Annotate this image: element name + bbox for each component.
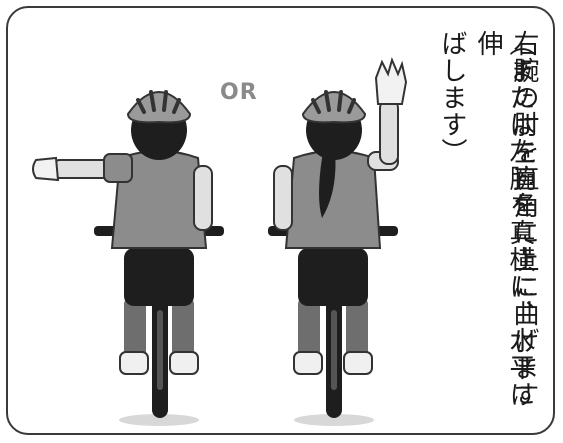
instruction-line-2: （または左腕を真横に、水平に伸 [473,30,535,408]
signal-card: OR 右腕の肘を直角に上に曲げます （または左腕を真横に、水平に伸 ばします） [6,6,555,435]
or-separator-label: OR [220,80,258,105]
cyclist-right-arm-raised-icon [268,57,408,426]
cyclist-illustration [32,57,408,426]
instruction-line-1: 右腕の肘を直角に上に曲げます [509,30,539,408]
instruction-line-3: ばします） [437,30,467,165]
cyclist-left-arm-out-icon [32,90,224,426]
